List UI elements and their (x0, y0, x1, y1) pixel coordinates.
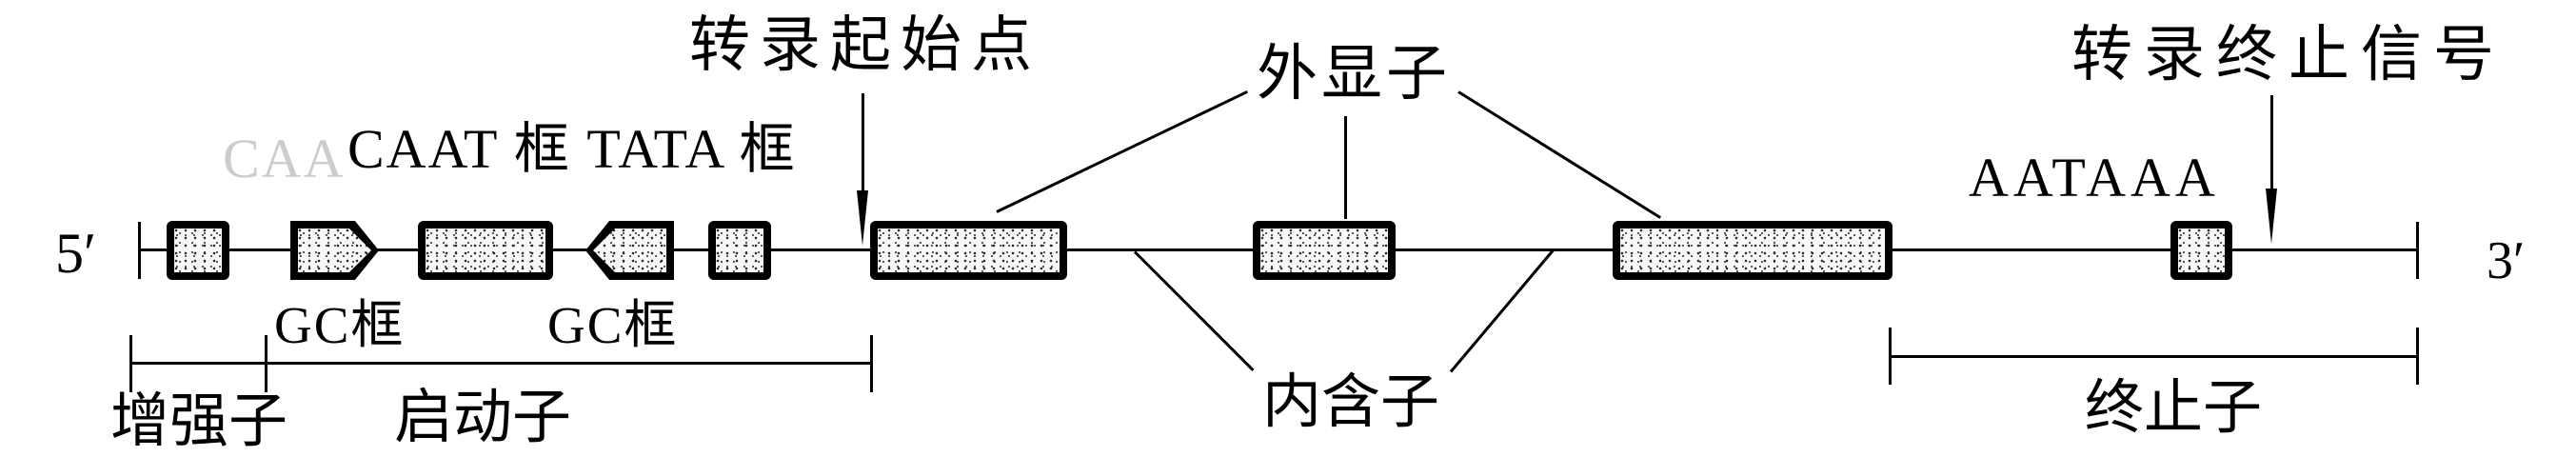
termination-arrow-icon (2266, 189, 2277, 244)
exon-pointer-middle (1344, 116, 1347, 219)
three-prime-end-tick (2416, 222, 2419, 279)
three-prime-label: 3′ (2487, 231, 2526, 290)
intron-pointer-left (1133, 250, 1255, 372)
enhancer-box (167, 221, 229, 280)
terminator-bracket-tick-right (2416, 328, 2419, 385)
terminator-bracket-tick-left (1889, 328, 1892, 385)
exon-1-box (870, 221, 1067, 280)
promoter-bracket-line (130, 362, 873, 365)
promoter-label: 启动子 (394, 386, 572, 450)
enhancer-label: 增强子 (110, 389, 288, 454)
ghost-caat-text: CAA (223, 128, 346, 189)
caat-box (418, 221, 553, 280)
tata-box (708, 221, 771, 280)
exon-pointer-right (1457, 90, 1662, 219)
intron-pointer-right (1449, 248, 1556, 373)
exon-label: 外显子 (1257, 40, 1451, 108)
terminator-label: 终止子 (2085, 376, 2263, 441)
transcription-start-arrow-shaft (862, 93, 864, 196)
gc-box-forward (290, 221, 379, 280)
caat-tata-label: CAAT 框 TATA 框 (347, 118, 797, 180)
promoter-bracket-tick-left (129, 335, 132, 392)
five-prime-label: 5′ (55, 222, 97, 285)
promoter-bracket-tick-middle (265, 335, 268, 392)
transcription-start-label: 转录起始点 (689, 11, 1041, 79)
exon-3-box (1613, 221, 1892, 280)
exon-pointer-left (996, 89, 1248, 213)
transcription-start-arrow-icon (857, 190, 868, 246)
termination-signal-label: 转录终止信号 (2071, 21, 2506, 89)
intron-label: 内含子 (1262, 370, 1440, 435)
gc-box-left-label: GC框 (274, 296, 406, 354)
five-prime-end-tick (138, 222, 141, 279)
terminator-bracket-line (1890, 355, 2418, 358)
aataaa-label: AATAAA (1969, 147, 2220, 209)
gc-box-reverse (585, 221, 674, 280)
promoter-bracket-tick-right (870, 335, 873, 392)
gc-box-reverse-fill (593, 228, 666, 272)
aataaa-box (2170, 221, 2232, 280)
exon-2-box (1253, 221, 1396, 280)
termination-arrow-shaft (2270, 95, 2273, 194)
gc-box-right-label: GC框 (547, 296, 679, 354)
gc-box-forward-fill (298, 228, 371, 272)
